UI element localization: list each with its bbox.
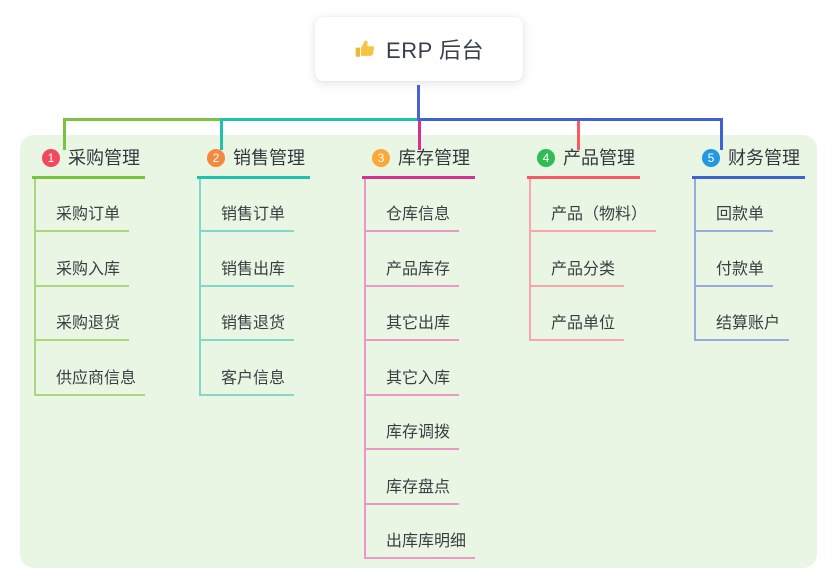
branch-label: 财务管理 [728,148,800,168]
child-node-label: 其它出库 [364,313,460,341]
child-node[interactable]: 其它出库 [364,313,460,341]
branch-rail-line [199,179,201,396]
root-stem-line [417,85,420,121]
child-node-label: 产品分类 [529,259,625,287]
branch-drop-line [220,118,223,150]
branch-rail-line [529,179,531,341]
child-node-label: 产品单位 [529,313,625,341]
child-node[interactable]: 付款单 [694,259,774,287]
thumbs-up-icon [354,38,376,60]
branch-label: 库存管理 [398,148,470,168]
branch-drop-line [577,118,580,150]
child-node-label: 库存调拨 [364,422,460,450]
branch-label: 产品管理 [563,148,635,168]
branch-label: 采购管理 [68,148,140,168]
branch-rail-line [34,179,36,396]
child-node[interactable]: 出库库明细 [364,531,476,559]
branch-number-badge: 2 [207,149,225,167]
child-node-label: 产品库存 [364,259,460,287]
child-node[interactable]: 库存调拨 [364,422,460,450]
branch-drop-line [418,118,421,150]
root-label: ERP 后台 [386,38,484,63]
branch-header-5[interactable]: 5 财务管理 [692,147,805,179]
branch-number-badge: 3 [372,149,390,167]
child-node-label: 其它入库 [364,368,460,396]
child-node[interactable]: 结算账户 [694,313,790,341]
child-node-label: 采购退货 [34,313,130,341]
branch-number-badge: 5 [702,149,720,167]
child-node-label: 供应商信息 [34,368,146,396]
branches-panel [20,135,817,568]
child-node[interactable]: 采购退货 [34,313,130,341]
trunk-segment-left [63,118,223,121]
child-node[interactable]: 销售退货 [199,313,295,341]
child-node-label: 销售出库 [199,259,295,287]
branch-rail-line [694,179,696,341]
child-node[interactable]: 回款单 [694,204,774,232]
branch-number-badge: 4 [537,149,555,167]
child-node-label: 回款单 [694,204,774,232]
child-node-label: 销售退货 [199,313,295,341]
child-node-label: 库存盘点 [364,477,460,505]
branch-header-2[interactable]: 2 销售管理 [197,147,310,179]
branch-header-1[interactable]: 1 采购管理 [32,147,145,179]
child-node[interactable]: 库存盘点 [364,477,460,505]
child-node-label: 销售订单 [199,204,295,232]
child-node-label: 采购订单 [34,204,130,232]
branch-header-4[interactable]: 4 产品管理 [527,147,640,179]
child-node[interactable]: 采购订单 [34,204,130,232]
child-node[interactable]: 采购入库 [34,259,130,287]
child-node-label: 付款单 [694,259,774,287]
branch-header-3[interactable]: 3 库存管理 [362,147,475,179]
child-node[interactable]: 产品分类 [529,259,625,287]
branch-label: 销售管理 [233,148,305,168]
child-node-label: 采购入库 [34,259,130,287]
branch-rail-line [364,179,366,559]
child-node-label: 出库库明细 [364,531,476,559]
child-node[interactable]: 产品（物料） [529,204,657,232]
child-node[interactable]: 产品单位 [529,313,625,341]
root-node[interactable]: ERP 后台 [315,17,523,81]
child-node-label: 仓库信息 [364,204,460,232]
child-node[interactable]: 产品库存 [364,259,460,287]
child-node-label: 客户信息 [199,368,295,396]
child-node[interactable]: 仓库信息 [364,204,460,232]
child-node[interactable]: 客户信息 [199,368,295,396]
trunk-segment-mid [220,118,421,121]
branch-drop-line [63,118,66,150]
trunk-segment-right [418,118,723,121]
child-node[interactable]: 销售订单 [199,204,295,232]
branch-number-badge: 1 [42,149,60,167]
child-node[interactable]: 供应商信息 [34,368,146,396]
child-node-label: 产品（物料） [529,204,657,232]
child-node-label: 结算账户 [694,313,790,341]
branch-drop-line [720,118,723,150]
child-node[interactable]: 销售出库 [199,259,295,287]
child-node[interactable]: 其它入库 [364,368,460,396]
